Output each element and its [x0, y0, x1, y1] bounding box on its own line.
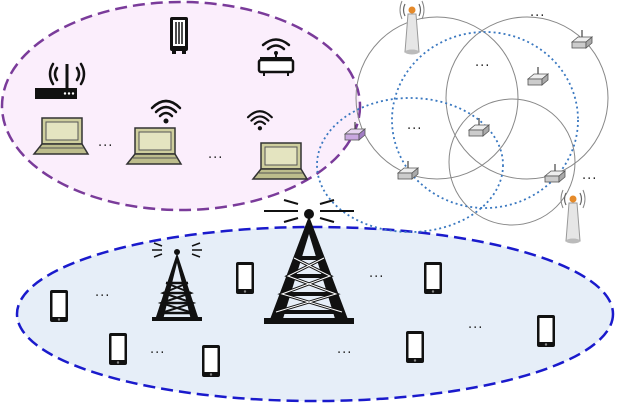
router-icon [35, 62, 86, 99]
laptop-icon [33, 117, 89, 155]
smartphone-icon [202, 345, 220, 377]
base-station-icon [560, 189, 586, 245]
mesh-coverage-circles [316, 16, 609, 233]
cell-tower-icon [152, 242, 202, 321]
ellipsis-label: ··· [530, 9, 545, 24]
ellipsis-label: ··· [95, 289, 110, 304]
smartphone-icon [537, 315, 555, 347]
ellipsis-label: ··· [208, 151, 223, 166]
ellipsis-label: ··· [369, 270, 384, 285]
laptop-icon [126, 127, 182, 165]
ellipsis-label: ··· [407, 122, 422, 137]
mesh-gateway-icon [527, 66, 549, 86]
wireless-router-icon [257, 38, 295, 76]
mesh-gateway-icon [544, 163, 566, 183]
ellipsis-label: ··· [150, 346, 165, 361]
base-station-icon [399, 0, 425, 56]
ellipsis-label: ··· [337, 346, 352, 361]
smartphone-icon [50, 290, 68, 322]
mesh-gateway-icon [468, 117, 490, 137]
ellipsis-label: ··· [98, 139, 113, 154]
ellipsis-label: ··· [475, 59, 490, 74]
modem-icon [170, 17, 188, 54]
mesh-gateway-icon [397, 160, 419, 180]
laptop-icon [252, 142, 308, 180]
cell-tower-icon [264, 199, 354, 324]
smartphone-icon [236, 262, 254, 294]
ellipsis-label: ··· [468, 321, 483, 336]
smartphone-icon [406, 331, 424, 363]
smartphone-icon [424, 262, 442, 294]
ellipsis-label: ··· [582, 172, 597, 187]
smartphone-icon [109, 333, 127, 365]
